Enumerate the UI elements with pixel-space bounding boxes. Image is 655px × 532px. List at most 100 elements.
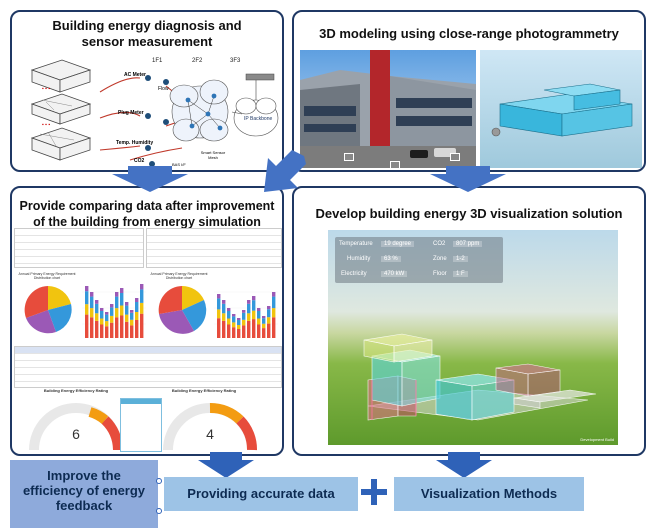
bar-segment: [267, 306, 271, 310]
floor-tag-2: 2F2: [192, 58, 203, 64]
pie-chart-left: [24, 286, 72, 334]
bar-segment: [227, 324, 231, 338]
bar-segment: [115, 296, 119, 309]
monthly-bar-chart-right: [214, 276, 278, 340]
bar-segment: [110, 315, 114, 323]
bar-segment: [222, 300, 226, 304]
bar-segment: [272, 296, 276, 309]
rating-legend-table: [120, 398, 162, 452]
hud-zone-label: Zone: [433, 256, 447, 262]
bar-segment: [272, 308, 276, 318]
bar-segment: [130, 310, 134, 313]
device-plug-meter: Plug Meter: [118, 110, 144, 116]
camera-icon-2: [390, 161, 400, 169]
bar-segment: [252, 319, 256, 338]
bar-segment: [115, 308, 119, 318]
hud-electricity-value: 470 kW: [381, 271, 408, 277]
bar-segment: [227, 311, 231, 319]
diagonal-arrow-3d-to-sim: [264, 150, 306, 192]
bar-segment: [95, 300, 99, 304]
panel-title-sensor: Building energy diagnosis and sensor mea…: [52, 18, 242, 49]
bar-segment: [140, 302, 144, 314]
bar-segment: [140, 313, 144, 338]
sensor-network-diagram: [99, 73, 279, 167]
bar-segment: [125, 321, 129, 338]
bar-segment: [85, 291, 89, 305]
camera-icon-3: [450, 153, 460, 161]
hud-floor-label: Floor: [433, 271, 447, 277]
bar-segment: [262, 328, 266, 338]
floor-tag-3: 3F3: [230, 58, 241, 64]
hud-co2-value: 807 ppm: [453, 241, 483, 247]
bar-segment: [120, 315, 124, 338]
floor-label-1: ▪ ▪ ▪: [42, 86, 51, 92]
bar-segment: [135, 298, 139, 302]
device-bas-if: BAS I/F: [172, 162, 186, 167]
bar-segment: [95, 313, 99, 321]
bar-segment: [100, 324, 104, 338]
bar-segment: [90, 296, 94, 309]
building-3d-visualization[interactable]: [328, 230, 618, 445]
bar-segment: [247, 300, 251, 304]
bar-segment: [130, 325, 134, 338]
chart-title-right: Annual Primary Energy Requirement Distri…: [150, 272, 208, 280]
bar-segment: [95, 320, 99, 338]
gauge-title-right: Building Energy Efficiency Rating: [171, 388, 237, 393]
footer-middle-text: Providing accurate data: [187, 486, 335, 501]
bar-segment: [247, 320, 251, 338]
footer-left-text: Improve the efficiency of energy feedbac…: [22, 468, 146, 513]
bar-segment: [100, 311, 104, 319]
bar-segment: [115, 317, 119, 338]
bar-segment: [257, 311, 261, 319]
energy-table-left: [14, 228, 144, 268]
down-arrow-sim-to-footer: [198, 452, 254, 478]
bar-segment: [217, 318, 221, 338]
efficiency-gauge-left: [29, 403, 123, 451]
bar-segment: [140, 289, 144, 303]
device-temp-humidity: Temp. Humidity: [116, 140, 154, 146]
bar-segment: [90, 292, 94, 297]
hud-humidity-label: Humidity: [347, 256, 371, 262]
panel-title-visualization: Develop building energy 3D visualization…: [315, 206, 623, 221]
bar-segment: [267, 323, 271, 338]
hud-electricity-label: Electricity: [341, 271, 367, 277]
chart-title-left: Annual Primary Energy Requirement Distri…: [18, 272, 76, 280]
bar-segment: [227, 308, 231, 311]
hud-humidity-value: 63 %: [381, 256, 401, 262]
pie-chart-right: [158, 285, 207, 334]
floor-label-2: ▪ ▪ ▪: [42, 122, 51, 128]
bar-segment: [262, 316, 266, 319]
efficiency-gauge-right: [163, 403, 257, 451]
bar-segment: [105, 314, 109, 322]
bar-segment: [115, 292, 119, 297]
bar-segment: [242, 325, 246, 338]
hud-temperature-label: Temperature: [339, 241, 373, 247]
down-arrow-sensor-to-sim: [112, 166, 188, 192]
energy-table-right: [146, 228, 282, 268]
monthly-comparison-table: [14, 346, 282, 388]
bar-segment: [105, 321, 109, 327]
floor-tag-1: 1F1: [152, 58, 163, 64]
device-ac-meter: AC Meter: [124, 72, 146, 78]
bar-segment: [120, 293, 124, 306]
bar-segment: [232, 314, 236, 317]
bar-segment: [227, 318, 231, 325]
bullet-dots: [156, 478, 162, 514]
bar-segment: [257, 318, 261, 325]
bar-segment: [232, 327, 236, 338]
down-arrow-3d-to-viz: [430, 166, 506, 192]
bar-segment: [217, 298, 221, 310]
bar-segment: [257, 324, 261, 338]
footer-efficiency-feedback: Improve the efficiency of energy feedbac…: [10, 460, 158, 528]
visualization-viewport[interactable]: Temperature 19 degree CO2 807 ppm Humidi…: [328, 230, 618, 445]
3d-model-view: [480, 50, 642, 168]
sensor-hud: Temperature 19 degree CO2 807 ppm Humidi…: [335, 237, 503, 283]
bar-segment: [85, 304, 89, 315]
bar-segment: [237, 325, 241, 329]
bar-segment: [90, 308, 94, 318]
bar-segment: [257, 308, 261, 311]
building-floors-illustration: [30, 59, 92, 161]
bar-segment: [105, 326, 109, 338]
bar-segment: [252, 310, 256, 320]
bar-segment: [95, 303, 99, 314]
